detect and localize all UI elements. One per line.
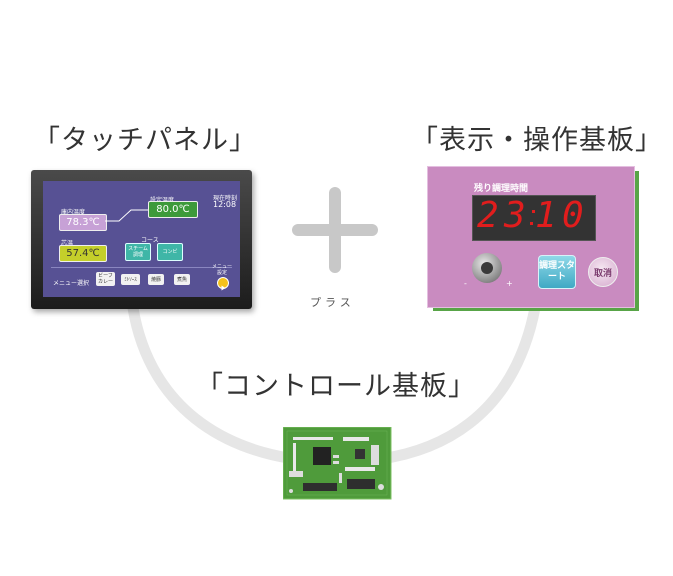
- remaining-time-label: 残り調理時間: [474, 184, 529, 194]
- plus-icon: [292, 187, 378, 273]
- screen-divider: [51, 267, 232, 268]
- menu-item-roast-pork[interactable]: 焼豚: [148, 274, 164, 285]
- digit-2: 3: [504, 195, 526, 236]
- touch-panel-screen: 庫内温度 78.3℃ 設定温度 80.0℃ 現在時刻 12:08 芯温 57.4…: [43, 181, 240, 297]
- course-steam-button[interactable]: スチーム調理: [125, 243, 151, 261]
- menu-setting-button[interactable]: [217, 277, 229, 291]
- segment-display: 2 3 1 0: [472, 195, 596, 241]
- inner-temp-label: 庫内温度: [61, 209, 86, 216]
- colon-dot-bottom: [530, 222, 533, 225]
- temp-connector-line: [105, 209, 151, 222]
- digit-3: 1: [535, 195, 557, 236]
- control-board-pcb: [283, 427, 392, 500]
- set-temp-label: 設定温度: [150, 195, 174, 204]
- knob-center: [481, 262, 493, 274]
- time-value: 12:08: [213, 200, 237, 209]
- set-temp-value: 80.0℃: [148, 201, 198, 218]
- course-combi-button[interactable]: コンビ: [157, 243, 183, 261]
- menu-item-beef-curry[interactable]: ビーフカレー: [96, 272, 115, 286]
- menu-setting-label: メニュー設定: [211, 264, 232, 276]
- touch-panel-title: 「タッチパネル」: [33, 125, 257, 156]
- digit-4: 0: [562, 195, 584, 236]
- control-board-title: 「コントロール基板」: [196, 371, 476, 402]
- course-label: コース: [141, 237, 159, 244]
- center-temp-value: 57.4℃: [59, 245, 107, 262]
- knob-plus-label: +: [506, 279, 513, 288]
- dial-knob[interactable]: [472, 253, 502, 283]
- colon-dot-top: [532, 210, 535, 213]
- menu-select-label: メニュー選択: [53, 280, 90, 287]
- cook-start-button[interactable]: 調理スタート: [538, 255, 576, 289]
- play-icon: [221, 285, 226, 291]
- center-temp-label: 芯温: [61, 240, 74, 247]
- inner-temp-value: 78.3℃: [59, 214, 107, 231]
- menu-item-simmered-fish[interactable]: 煮魚: [174, 274, 190, 285]
- digit-1: 2: [477, 195, 499, 236]
- time-label: 現在時刻: [213, 195, 238, 202]
- display-board-title: 「表示・操作基板」: [411, 125, 663, 156]
- plus-caption: プラス: [310, 296, 355, 309]
- menu-item-meat-sauce[interactable]: ﾐﾄｿｰｽ: [121, 274, 140, 285]
- cancel-button[interactable]: 取消: [588, 257, 618, 287]
- display-board: 残り調理時間 2 3 1 0 - + 調理スタート 取消: [427, 166, 635, 308]
- knob-minus-label: -: [464, 279, 467, 288]
